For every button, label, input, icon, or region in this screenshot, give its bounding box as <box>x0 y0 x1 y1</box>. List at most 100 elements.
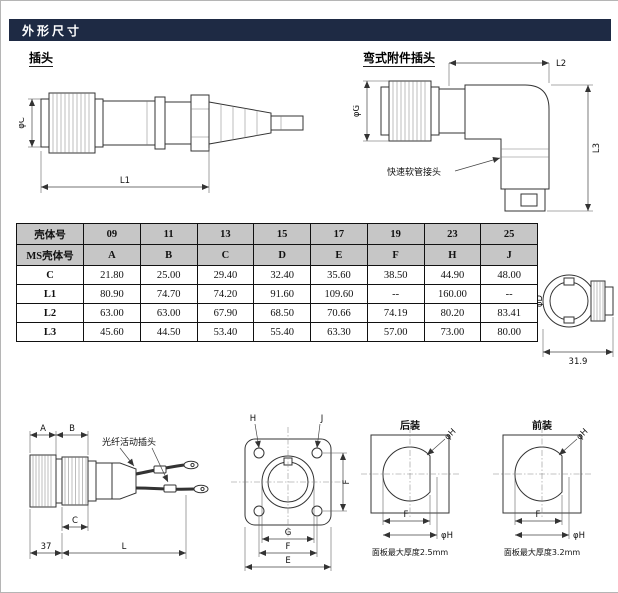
c-dimension: C <box>61 503 89 531</box>
table-cell: 38.50 <box>366 265 425 285</box>
f-side-dimension: F <box>323 452 352 512</box>
row-label-cell: L1 <box>16 284 84 304</box>
table-header-cell: 壳体号 <box>16 223 84 245</box>
table-cell: 35.60 <box>310 265 368 285</box>
table-cell: 68.50 <box>253 303 311 323</box>
phi-g-label: φG <box>353 105 362 117</box>
rear-mount-title: 后装 <box>400 419 420 432</box>
table-header-cell: 25 <box>480 223 538 245</box>
fiber-plug-body <box>29 454 209 508</box>
table-cell: 91.60 <box>253 284 311 304</box>
l2-dimension: L2 <box>448 59 566 86</box>
phi-c-label: φC <box>19 117 27 129</box>
table-row: L2 63.00 63.00 67.90 68.50 70.66 74.19 8… <box>16 303 538 323</box>
f-dimension: F <box>258 517 318 557</box>
a-dimension: A <box>29 424 57 457</box>
table-header-cell: D <box>253 244 311 266</box>
l-dimension: L <box>62 495 187 559</box>
table-cell: 63.30 <box>310 322 368 342</box>
table-header-cell: MS壳体号 <box>16 244 84 266</box>
table-cell: 45.60 <box>83 322 141 342</box>
table-row: L1 80.90 74.70 74.20 91.60 109.60 -- 160… <box>16 284 538 304</box>
front-mount-cutout: 前装 φH F φH 面板最大厚度3.2mm <box>493 419 593 557</box>
dim-h-label: H <box>250 414 256 424</box>
width-value: 31.9 <box>569 357 588 367</box>
table-cell: 21.80 <box>83 265 141 285</box>
table-header-cell: J <box>480 244 538 266</box>
phi-c-dimension: φC <box>19 98 41 148</box>
table-cell: 63.00 <box>83 303 141 323</box>
table-cell: 160.00 <box>423 284 482 304</box>
bent-plug-drawing: L2 φG L3 快速软管接头 <box>353 59 602 212</box>
table-header-cell: F <box>366 244 425 266</box>
table-cell: 63.00 <box>139 303 198 323</box>
table-cell: 32.40 <box>253 265 311 285</box>
bent-plug-section-label: 弯式附件插头 <box>363 51 436 67</box>
table-cell: 109.60 <box>310 284 368 304</box>
width-dimension: 31.9 <box>542 317 614 367</box>
dim-a-label: A <box>40 424 46 434</box>
straight-plug-drawing: φC L1 <box>19 92 304 193</box>
table-cell: 80.00 <box>480 322 538 342</box>
h-dimension: H <box>250 414 261 449</box>
e-dimension: E <box>244 527 332 571</box>
hose-fitting-callout: 快速软管接头 <box>387 157 501 178</box>
dim-f-side-label: F <box>342 479 352 484</box>
connector-side-drawing: φD 31.9 <box>537 274 614 367</box>
connector-rear-body <box>542 274 614 328</box>
phi-d-label: φD <box>537 294 545 307</box>
table-header-row: 壳体号 09 11 13 15 17 19 23 25 <box>16 223 538 245</box>
row-label-cell: L3 <box>16 322 84 342</box>
table-cell: 53.40 <box>196 322 255 342</box>
b-dimension: B <box>56 424 89 455</box>
table-header-cell: 13 <box>196 223 255 245</box>
table-header-cell: 17 <box>310 223 368 245</box>
dim-f-label: F <box>286 542 291 552</box>
cutout-dia-label: φH <box>441 531 453 541</box>
cutout-flat-label: F <box>404 510 409 520</box>
fiber-plug-label: 光纤活动插头 <box>102 436 156 448</box>
front-mount-title: 前装 <box>532 419 552 432</box>
g-dimension: G <box>261 485 315 543</box>
fiber-plug-callout: 光纤活动插头 <box>102 436 169 483</box>
phi-g-dimension: φG <box>353 80 389 142</box>
page-title-bar: 外形尺寸 <box>9 19 611 41</box>
dim-g-label: G <box>285 528 292 538</box>
plug-body <box>40 92 304 154</box>
table-cell: 44.50 <box>139 322 198 342</box>
bent-plug-body <box>380 80 550 212</box>
table-header-cell: A <box>83 244 141 266</box>
table-cell: 25.00 <box>139 265 198 285</box>
cutout-callout-label: φH <box>443 427 459 443</box>
table-header-cell: B <box>139 244 198 266</box>
table-cell: 73.00 <box>423 322 482 342</box>
table-cell: 74.70 <box>139 284 198 304</box>
table-header-row: MS壳体号 A B C D E F H J <box>16 244 538 266</box>
l2-label: L2 <box>556 59 566 69</box>
dim-e-label: E <box>285 556 290 566</box>
table-header-cell: H <box>423 244 482 266</box>
table-cell: 57.00 <box>366 322 425 342</box>
l1-dimension: L1 <box>40 148 210 193</box>
table-cell: 80.20 <box>423 303 482 323</box>
dim-b-label: B <box>69 424 75 434</box>
table-cell: 70.66 <box>310 303 368 323</box>
rear-panel-note: 面板最大厚度2.5mm <box>372 547 449 557</box>
front-panel-note: 面板最大厚度3.2mm <box>504 547 581 557</box>
dim-37: 37 <box>29 509 63 559</box>
table-cell: 44.90 <box>423 265 482 285</box>
quick-hose-label: 快速软管接头 <box>387 166 441 178</box>
cutout-dia-label: φH <box>573 531 585 541</box>
table-row: L3 45.60 44.50 53.40 55.40 63.30 57.00 7… <box>16 322 538 342</box>
table-header-cell: C <box>196 244 255 266</box>
centerlines <box>231 427 345 537</box>
table-header-cell: 11 <box>139 223 198 245</box>
dim-c-label: C <box>72 516 78 526</box>
rear-mount-cutout: 后装 φH F φH 面板最大厚度2.5mm <box>361 419 461 557</box>
row-label-cell: C <box>16 265 84 285</box>
panel-cutout-drawings: 后装 φH F φH 面板最大厚度2.5mm 前装 φH <box>361 419 593 557</box>
table-header-cell: 23 <box>423 223 482 245</box>
cutout-flat-label: F <box>536 510 541 520</box>
table-cell: -- <box>480 284 538 304</box>
l3-dimension: L3 <box>547 84 602 212</box>
